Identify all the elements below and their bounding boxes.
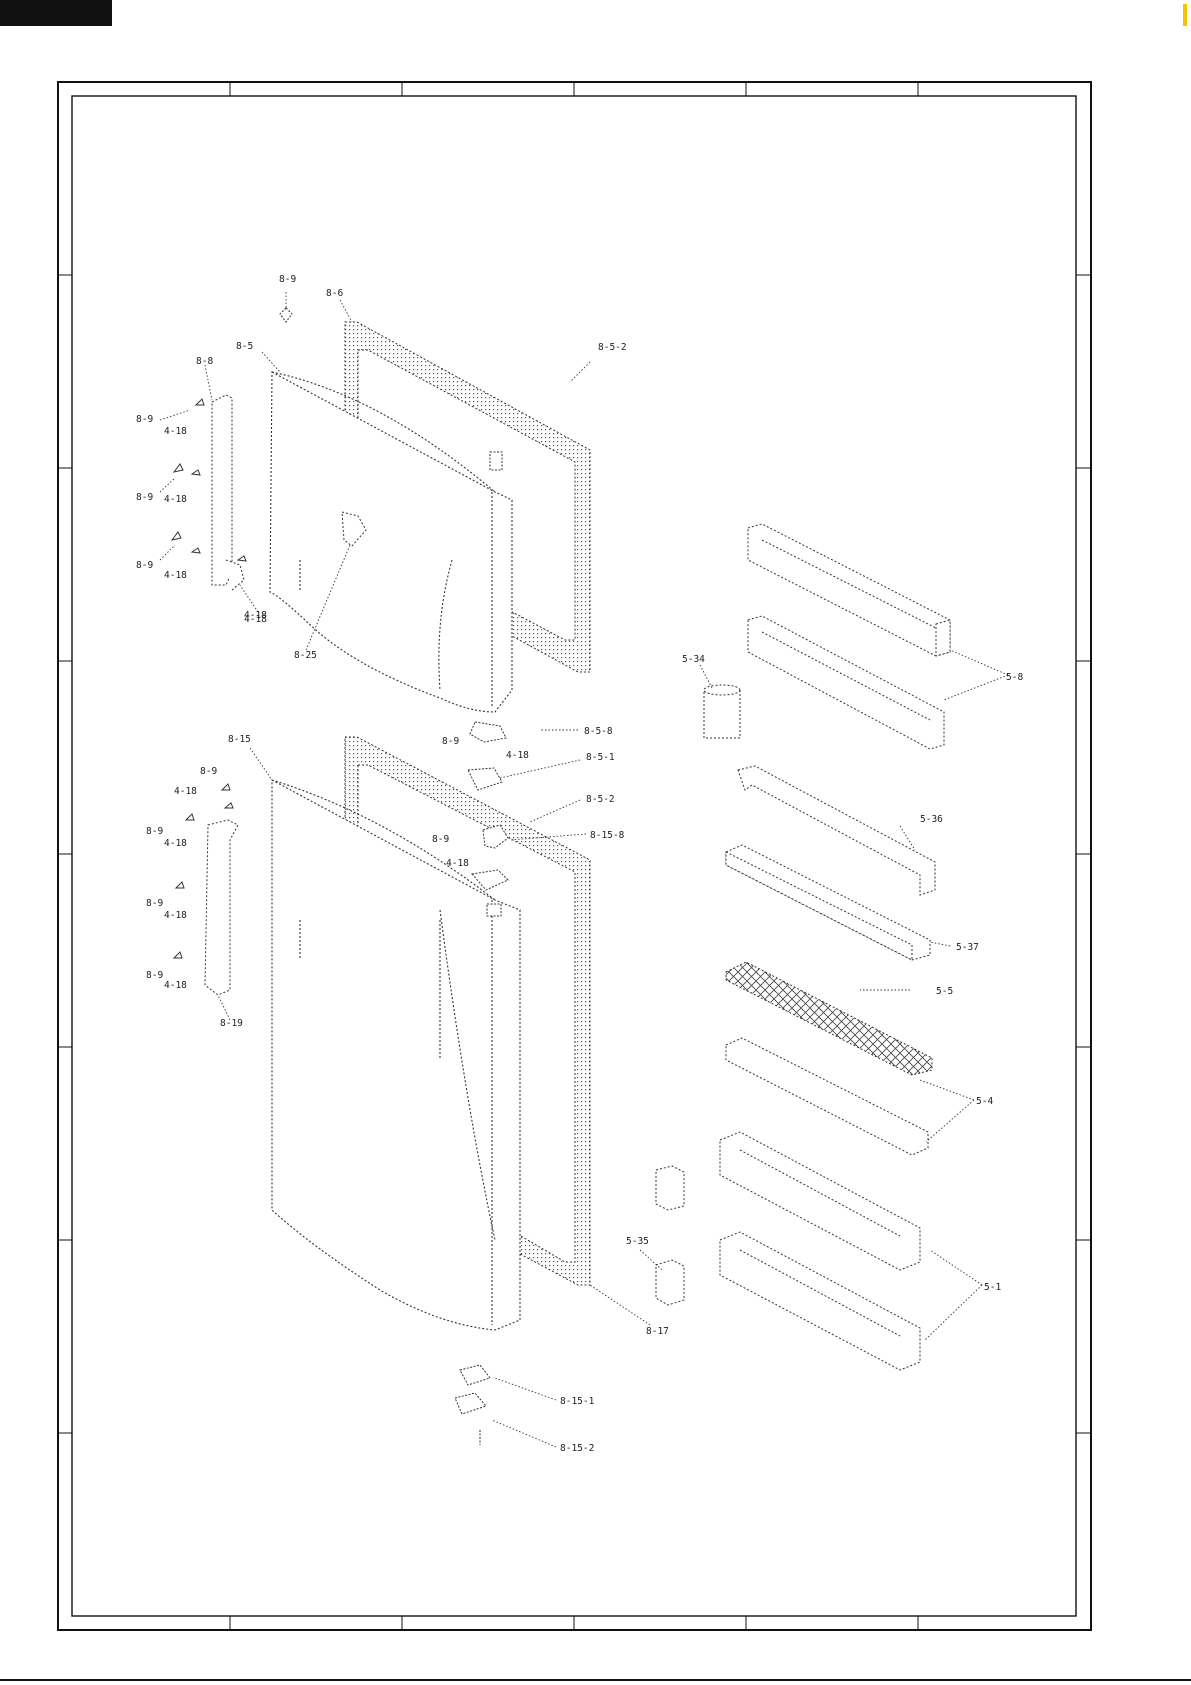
- callout-label: 8-8: [196, 356, 213, 367]
- middle-hinge-upper: [470, 722, 506, 742]
- callout-label: 8-6: [326, 288, 343, 299]
- callout-label: 5-34: [682, 654, 705, 665]
- callout-label: 8-5-8: [584, 726, 613, 737]
- callout-label: 8-9: [279, 274, 296, 285]
- callout-label: 8-5-2: [598, 342, 627, 353]
- callout-label: 5-8: [1006, 672, 1023, 683]
- callout-label: 8-9: [432, 834, 449, 845]
- callout-label: 4-18: [164, 494, 187, 505]
- small-container-lower: [656, 1260, 684, 1305]
- callout-label: 8-15-8: [590, 830, 625, 841]
- callout-label: 8-9: [136, 492, 153, 503]
- callout-label: 8-17: [646, 1326, 669, 1337]
- small-container-upper: [656, 1166, 684, 1210]
- bottom-hinge-upper: [460, 1365, 490, 1385]
- bottom-hinge-lower: [455, 1393, 486, 1414]
- callout-label: 5-5: [936, 986, 953, 997]
- callout-label: 8-9: [136, 414, 153, 425]
- upper-door-handle: [212, 395, 244, 590]
- callout-label: 5-4: [976, 1096, 993, 1107]
- callout-label: 8-15-1: [560, 1396, 595, 1407]
- callout-label: 5-37: [956, 942, 979, 953]
- callout-label: 8-9: [146, 970, 163, 981]
- callout-label: 5-36: [920, 814, 943, 825]
- top-hinge-pin: [280, 308, 292, 322]
- callout-label: 8-9: [200, 766, 217, 777]
- callout-label: 5-35: [626, 1236, 649, 1247]
- callout-label: 8-15: [228, 734, 251, 745]
- callout-label: 4-18: [164, 910, 187, 921]
- callout-label: 8-19: [220, 1018, 243, 1029]
- callout-label: 8-5-1: [586, 752, 615, 763]
- lower-door-handle: [205, 820, 238, 995]
- callout-label: 8-9: [146, 826, 163, 837]
- callout-label: 8-9: [136, 560, 153, 571]
- callout-label: 8-15-2: [560, 1443, 594, 1454]
- callout-label: 4-18: [164, 838, 187, 849]
- egg-cup: [704, 685, 740, 738]
- callout-label: 8-25: [294, 650, 317, 661]
- callout-label: 5-1: [984, 1282, 1001, 1293]
- callout-label: 8-9: [146, 898, 163, 909]
- door-bins: [656, 524, 950, 1370]
- callout-label: 4-18: [506, 750, 529, 761]
- callout-label: 4-18: [446, 858, 469, 869]
- callout-label: 4-18: [164, 426, 187, 437]
- hinge-cap-top: [490, 452, 502, 470]
- callout-label: 8-5-2: [586, 794, 615, 805]
- callout-label: 8-5: [236, 341, 253, 352]
- callout-label: 4-18: [164, 570, 187, 581]
- callout-label: 4-18: [244, 614, 267, 625]
- middle-hinge-lower: [468, 768, 502, 790]
- callout-label: 8-9: [442, 736, 459, 747]
- callout-label: 4-18: [164, 980, 187, 991]
- lower-hinge-cap: [487, 904, 501, 916]
- callout-label: 4-18: [174, 786, 197, 797]
